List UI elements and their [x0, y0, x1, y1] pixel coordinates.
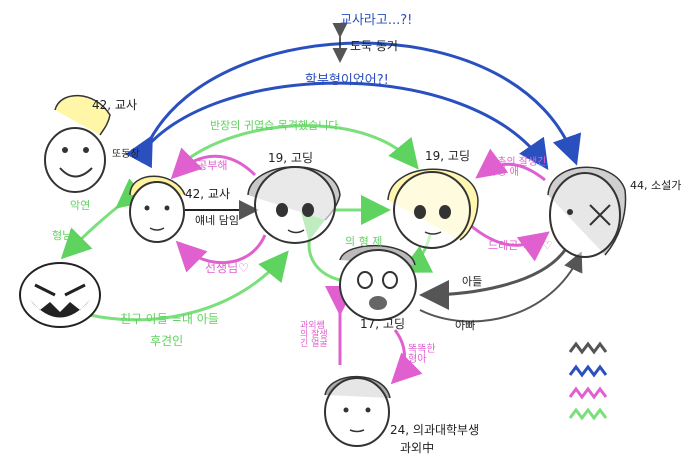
legend-swatch-gray [568, 341, 608, 355]
pink-arrow-hyung [390, 329, 423, 385]
relation-pink-cousin: 사촌의 잘생긴 유망 애 [488, 157, 547, 178]
green-arrow-son [89, 250, 289, 322]
student-17-face [339, 244, 417, 321]
gray-arrow-dad [419, 251, 583, 323]
relation-dorok-donggeo: 도둑 동거 [350, 39, 398, 53]
villain-mask-face [19, 262, 101, 328]
pink-arrow-seonsaeng [175, 234, 267, 273]
legend-swatch-pink [568, 386, 608, 400]
relation-pink-tutor: 과외쌤의 잘생긴 얼굴 [300, 321, 328, 349]
blue-arc-top [125, 41, 582, 169]
relation-pink-uncle: 드래곤 ㅂ...♡ [488, 239, 553, 252]
legend [568, 341, 608, 421]
label-teacher-blond: 42, 교사 [185, 187, 230, 201]
relation-blue-mid: 학부형이었어?! [305, 73, 389, 88]
relation-green-face: 악연 [70, 199, 91, 212]
label-medstudent: 24, 의과대학부생 [390, 423, 480, 437]
green-arc-top [179, 124, 419, 170]
relation-pink-seonsaeng: 선생님♡ [205, 261, 249, 275]
relation-gray-dad: 아빠 [455, 319, 476, 332]
medstudent-face [324, 375, 391, 447]
relation-green-hyung: 형님 [52, 229, 73, 242]
blue-arc-mid [138, 81, 549, 170]
relation-green-guardian: 후견인 [150, 334, 184, 348]
relation-gray-son: 아들 [462, 275, 483, 288]
green-arrow-ex [60, 178, 149, 260]
relation-ttoseo: 또동창 [112, 149, 140, 160]
relation-green-son: 친구 아들 =내 아들 [120, 312, 219, 326]
relation-green-top: 반장의 귀엽습 목격했습니다. [210, 119, 342, 132]
teacher-blond-face [129, 175, 186, 243]
pink-arrow-study [170, 147, 257, 180]
relation-mid-text: 의 형 제 [345, 235, 383, 248]
student-19b-face [387, 168, 479, 249]
gray-arrow-son [419, 249, 567, 310]
legend-swatch-green [568, 407, 608, 421]
label-student-17: 17, 고딩 [360, 317, 405, 331]
green-arrow-brothers2 [299, 208, 341, 282]
label-novelist: 44, 소설가 [630, 179, 682, 192]
teacher-top-face [44, 94, 111, 193]
relation-blue-top: 교사라고...?! [340, 13, 413, 28]
pink-arrow-uncle [469, 223, 550, 262]
label-medstudent-sub: 과외中 [400, 441, 435, 455]
pink-arrow-cousin [475, 148, 546, 182]
relation-yaedeul: 얘네 담임 [195, 214, 239, 227]
student-19a-face [247, 166, 341, 244]
novelist-face [547, 166, 627, 258]
label-teacher-top: 42, 교사 [92, 98, 137, 112]
label-student-19b: 19, 고딩 [425, 149, 470, 163]
relation-pink-study: 야, 공부해 [180, 159, 228, 172]
legend-swatch-blue [568, 364, 608, 378]
relation-pink-hyung: 똑똑한 형아 [408, 344, 436, 365]
label-student-19a: 19, 고딩 [268, 151, 313, 165]
